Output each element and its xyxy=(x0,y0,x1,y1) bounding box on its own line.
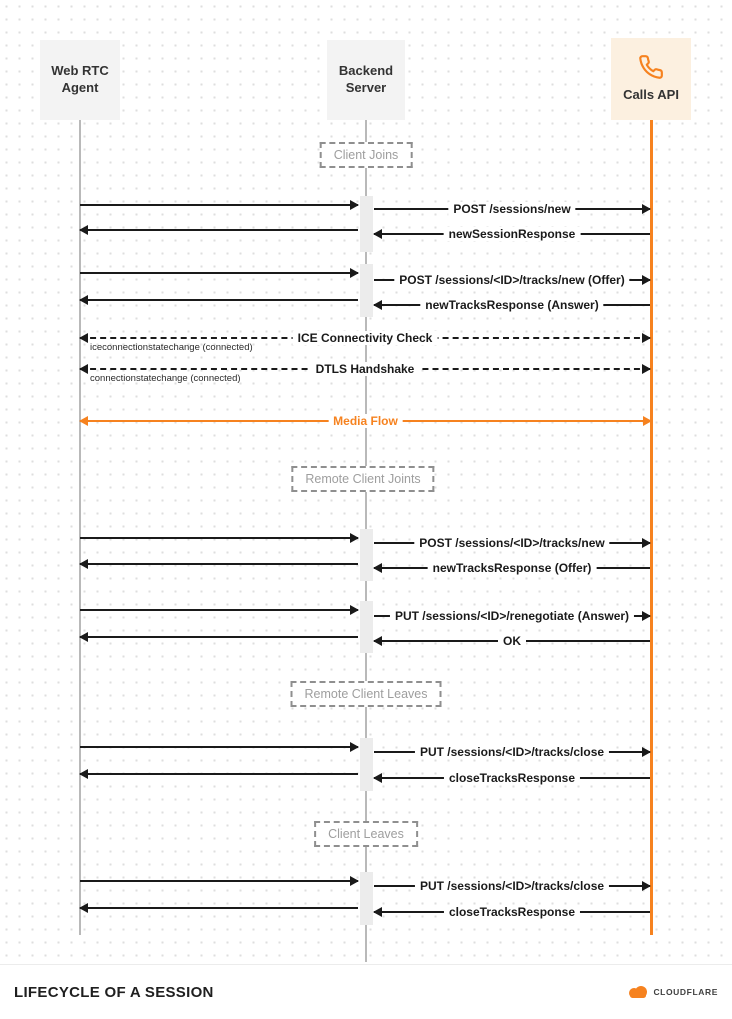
section-label: Remote Client Leaves xyxy=(290,681,442,707)
lifeline-webrtc-agent xyxy=(79,120,81,935)
arrowhead-right-icon xyxy=(642,204,651,214)
message-label: DTLS Handshake xyxy=(310,362,420,376)
arrowhead-right-icon xyxy=(642,333,651,343)
cloudflare-cloud-icon xyxy=(629,986,648,998)
page-title: LIFECYCLE OF A SESSION xyxy=(14,983,214,1001)
arrowhead-right-icon xyxy=(642,364,651,374)
message-sublabel: connectionstatechange (connected) xyxy=(90,373,241,384)
arrowhead-right-icon xyxy=(642,538,651,548)
message-label: PUT /sessions/<ID>/tracks/close xyxy=(414,745,610,759)
message-label: newTracksResponse (Offer) xyxy=(427,561,597,575)
section-label: Client Joins xyxy=(319,142,413,168)
activation-bar xyxy=(359,872,373,925)
cloudflare-wordmark: CLOUDFLARE xyxy=(653,987,718,997)
message-label: OK xyxy=(498,634,526,648)
activation-bar xyxy=(359,264,373,317)
message-label: POST /sessions/new xyxy=(448,202,576,216)
arrowhead-left-icon xyxy=(373,907,382,917)
lifeline-calls-api xyxy=(649,120,653,935)
arrowhead-left-icon xyxy=(79,559,88,569)
footer: LIFECYCLE OF A SESSION CLOUDFLARE xyxy=(0,964,732,1019)
arrowhead-right-icon xyxy=(642,611,651,621)
message-label: newTracksResponse (Answer) xyxy=(420,298,604,312)
arrowhead-right-icon xyxy=(350,742,359,752)
section-label: Remote Client Joints xyxy=(291,466,435,492)
arrowhead-left-icon xyxy=(79,769,88,779)
arrowhead-right-icon xyxy=(642,275,651,285)
section-label: Client Leaves xyxy=(314,821,418,847)
phone-icon xyxy=(639,55,663,79)
message-label: newSessionResponse xyxy=(443,227,581,241)
message-label: POST /sessions/<ID>/tracks/new xyxy=(414,536,610,550)
actor-calls-api: Calls API xyxy=(611,38,691,120)
message-label: closeTracksResponse xyxy=(443,771,581,785)
message-label: PUT /sessions/<ID>/tracks/close xyxy=(414,879,610,893)
arrowhead-right-icon xyxy=(642,747,651,757)
activation-bar xyxy=(359,529,373,581)
message-label: Media Flow xyxy=(328,414,403,428)
arrowhead-left-icon xyxy=(79,416,88,426)
arrowhead-left-icon xyxy=(79,225,88,235)
message-label: PUT /sessions/<ID>/renegotiate (Answer) xyxy=(389,609,635,623)
arrowhead-left-icon xyxy=(373,229,382,239)
message-label: ICE Connectivity Check xyxy=(292,331,438,345)
arrowhead-left-icon xyxy=(79,295,88,305)
arrowhead-right-icon xyxy=(350,268,359,278)
activation-bar xyxy=(359,738,373,791)
activation-bar xyxy=(359,196,373,252)
arrowhead-right-icon xyxy=(350,200,359,210)
arrowhead-left-icon xyxy=(79,903,88,913)
message-label: POST /sessions/<ID>/tracks/new (Offer) xyxy=(394,273,630,287)
arrowhead-left-icon xyxy=(373,773,382,783)
actor-label: Calls API xyxy=(623,87,679,103)
arrowhead-left-icon xyxy=(79,364,88,374)
arrowhead-right-icon xyxy=(350,605,359,615)
arrowhead-left-icon xyxy=(373,636,382,646)
message-label: closeTracksResponse xyxy=(443,905,581,919)
arrowhead-left-icon xyxy=(373,563,382,573)
activation-bar xyxy=(359,601,373,653)
arrowhead-left-icon xyxy=(373,300,382,310)
arrowhead-left-icon xyxy=(79,333,88,343)
arrowhead-right-icon xyxy=(350,533,359,543)
arrowhead-right-icon xyxy=(642,881,651,891)
arrowhead-right-icon xyxy=(350,876,359,886)
message-sublabel: iceconnectionstatechange (connected) xyxy=(90,342,253,353)
cloudflare-logo: CLOUDFLARE xyxy=(627,986,718,998)
arrowhead-right-icon xyxy=(643,416,652,426)
arrowhead-left-icon xyxy=(79,632,88,642)
